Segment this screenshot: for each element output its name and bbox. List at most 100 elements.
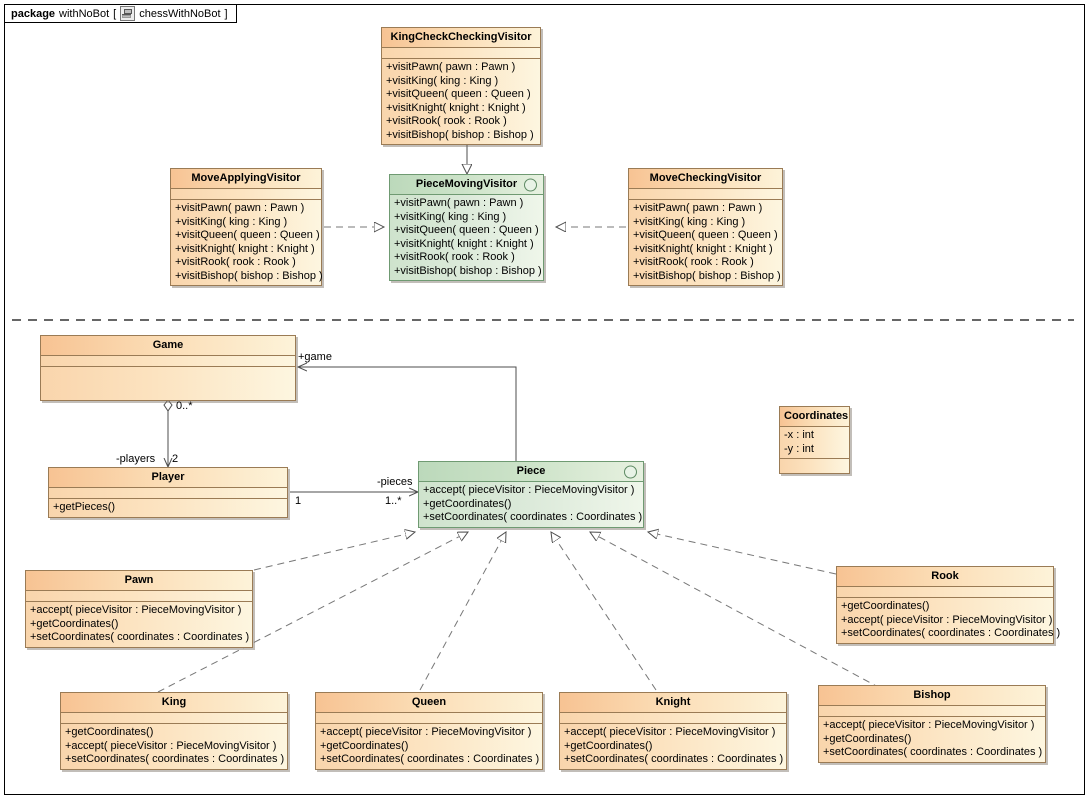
operations-compartment — [780, 459, 849, 473]
package-header-tab: package withNoBot [ chessWithNoBot ] — [4, 4, 237, 23]
attribute: -x : int — [784, 429, 814, 441]
operation: +visitKnight( knight : Knight ) — [633, 242, 773, 255]
edge-label-players-role: -players — [116, 453, 156, 465]
operation: +getCoordinates() — [823, 732, 912, 745]
operations-compartment: +visitPawn( pawn : Pawn ) +visitKing( ki… — [390, 195, 543, 280]
operation: +visitRook( rook : Rook ) — [394, 251, 515, 263]
package-keyword: package — [11, 7, 56, 20]
class-title: Bishop — [819, 686, 1045, 706]
operation: +getCoordinates() — [320, 739, 409, 752]
class-bishop[interactable]: Bishop +accept( pieceVisitor : PieceMovi… — [818, 685, 1046, 763]
operation: +visitKnight( knight : Knight ) — [175, 242, 315, 255]
operation: +setCoordinates( coordinates : Coordinat… — [320, 753, 540, 765]
operations-compartment: +getPieces() — [49, 499, 287, 517]
operations-compartment: +accept( pieceVisitor : PieceMovingVisit… — [419, 482, 643, 527]
edge-label-players-multiplicity-top: 0..* — [176, 400, 193, 412]
operation: +visitBishop( bishop : Bishop ) — [394, 264, 542, 277]
package-diagram-name: chessWithNoBot — [139, 7, 221, 20]
class-game[interactable]: Game — [40, 335, 296, 401]
attributes-compartment — [41, 356, 295, 367]
class-title: KingCheckCheckingVisitor — [382, 28, 540, 48]
operation: +accept( pieceVisitor : PieceMovingVisit… — [30, 604, 242, 616]
operation: +visitBishop( bishop : Bishop ) — [175, 269, 323, 282]
class-king-check-checking-visitor[interactable]: KingCheckCheckingVisitor +visitPawn( paw… — [381, 27, 541, 145]
class-king[interactable]: King +getCoordinates() +accept( pieceVis… — [60, 692, 288, 770]
class-title: Coordinates — [780, 407, 849, 427]
operation: +accept( pieceVisitor : PieceMovingVisit… — [823, 719, 1035, 731]
operation: +visitKing( king : King ) — [386, 74, 499, 87]
operation: +getCoordinates() — [423, 497, 512, 510]
attributes-compartment — [171, 189, 321, 200]
operation: +getCoordinates() — [30, 617, 119, 630]
class-coordinates[interactable]: Coordinates -x : int -y : int — [779, 406, 850, 474]
operation: +visitQueen( queen : Queen ) — [175, 229, 320, 241]
class-queen[interactable]: Queen +accept( pieceVisitor : PieceMovin… — [315, 692, 543, 770]
operation: +visitKing( king : King ) — [394, 210, 507, 223]
operations-compartment: +visitPawn( pawn : Pawn ) +visitKing( ki… — [171, 200, 323, 285]
edge-label-player-multiplicity: 1 — [295, 495, 302, 507]
operation: +visitQueen( queen : Queen ) — [386, 88, 531, 100]
class-title: Queen — [316, 693, 542, 713]
operation: +setCoordinates( coordinates : Coordinat… — [841, 627, 1061, 639]
operations-compartment: +accept( pieceVisitor : PieceMovingVisit… — [560, 724, 786, 769]
operation: +visitPawn( pawn : Pawn ) — [386, 61, 516, 73]
class-title: Player — [49, 468, 287, 488]
operations-compartment: +accept( pieceVisitor : PieceMovingVisit… — [316, 724, 542, 769]
class-title: MoveCheckingVisitor — [629, 169, 782, 189]
edge-label-pieces-multiplicity: 1..* — [385, 495, 402, 507]
operation: +visitPawn( pawn : Pawn ) — [175, 202, 305, 214]
class-pawn[interactable]: Pawn +accept( pieceVisitor : PieceMoving… — [25, 570, 253, 648]
interface-title: Piece — [419, 462, 643, 482]
operations-compartment: +visitPawn( pawn : Pawn ) +visitKing( ki… — [382, 59, 540, 144]
attributes-compartment — [629, 189, 782, 200]
operation: +visitQueen( queen : Queen ) — [633, 229, 778, 241]
class-knight[interactable]: Knight +accept( pieceVisitor : PieceMovi… — [559, 692, 787, 770]
operation: +setCoordinates( coordinates : Coordinat… — [823, 746, 1043, 758]
class-title: Pawn — [26, 571, 252, 591]
interface-title-text: Piece — [516, 465, 546, 477]
class-move-applying-visitor[interactable]: MoveApplyingVisitor +visitPawn( pawn : P… — [170, 168, 323, 286]
operation: +visitKing( king : King ) — [175, 215, 288, 228]
package-name: withNoBot — [59, 7, 110, 20]
attributes-compartment — [819, 706, 1045, 717]
class-title: Game — [41, 336, 295, 356]
operation: +setCoordinates( coordinates : Coordinat… — [30, 631, 250, 643]
attributes-compartment — [837, 587, 1053, 598]
edge-label-players-multiplicity-bottom: 2 — [172, 453, 179, 465]
class-title: MoveApplyingVisitor — [171, 169, 321, 189]
operations-compartment: +visitPawn( pawn : Pawn ) +visitKing( ki… — [629, 200, 782, 285]
attributes-compartment — [49, 488, 287, 499]
operation: +accept( pieceVisitor : PieceMovingVisit… — [320, 726, 532, 738]
operation: +setCoordinates( coordinates : Coordinat… — [564, 753, 784, 765]
operations-compartment — [41, 367, 295, 400]
attributes-compartment — [26, 591, 252, 602]
operation: +visitRook( rook : Rook ) — [386, 115, 507, 127]
operations-compartment: +getCoordinates() +accept( pieceVisitor … — [61, 724, 287, 769]
operation: +visitBishop( bishop : Bishop ) — [386, 128, 534, 141]
operation: +getCoordinates() — [65, 726, 154, 738]
interface-circle-icon — [524, 178, 537, 191]
operation: +visitKnight( knight : Knight ) — [386, 101, 526, 114]
interface-title: PieceMovingVisitor — [390, 175, 543, 195]
operation: +accept( pieceVisitor : PieceMovingVisit… — [564, 726, 776, 738]
attributes-compartment — [316, 713, 542, 724]
attributes-compartment — [560, 713, 786, 724]
attributes-compartment: -x : int -y : int — [780, 427, 849, 459]
package-bracket-open: [ — [113, 7, 117, 20]
interface-piece[interactable]: Piece +accept( pieceVisitor : PieceMovin… — [418, 461, 644, 528]
attributes-compartment — [382, 48, 540, 59]
operation: +visitPawn( pawn : Pawn ) — [633, 202, 763, 214]
class-title: Knight — [560, 693, 786, 713]
operation: +getPieces() — [53, 501, 116, 513]
operation: +accept( pieceVisitor : PieceMovingVisit… — [841, 613, 1053, 626]
class-move-checking-visitor[interactable]: MoveCheckingVisitor +visitPawn( pawn : P… — [628, 168, 783, 286]
class-rook[interactable]: Rook +getCoordinates() +accept( pieceVis… — [836, 566, 1061, 644]
class-diagram-icon — [120, 6, 136, 21]
operation: +getCoordinates() — [841, 600, 930, 612]
edge-label-pieces-role: -pieces — [377, 476, 413, 488]
class-player[interactable]: Player +getPieces() — [48, 467, 288, 518]
interface-piece-moving-visitor[interactable]: PieceMovingVisitor +visitPawn( pawn : Pa… — [389, 174, 544, 281]
interface-circle-icon — [624, 465, 637, 478]
operation: +visitPawn( pawn : Pawn ) — [394, 197, 524, 209]
operations-compartment: +getCoordinates() +accept( pieceVisitor … — [837, 598, 1061, 643]
